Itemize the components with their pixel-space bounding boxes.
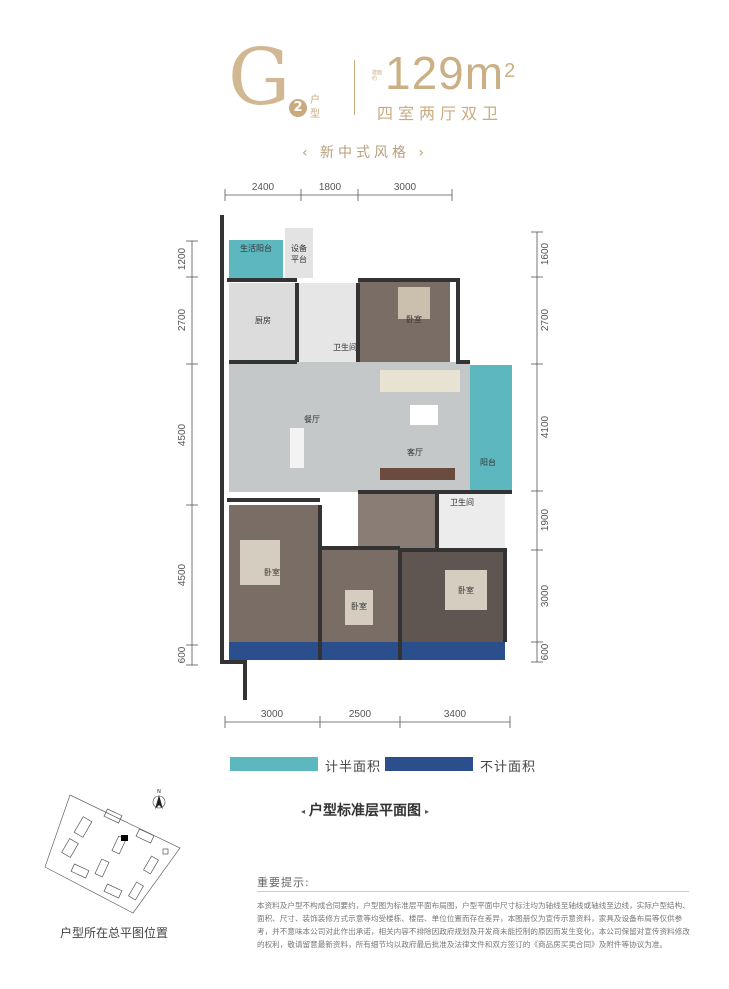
dim-bottom-2: 2500 — [349, 709, 372, 720]
plan-title-text: 户型标准层平面图 — [309, 803, 421, 819]
room-bathroom-1 — [297, 283, 358, 363]
legend-label-half-area: 计半面积 — [325, 760, 382, 775]
site-plan-caption: 户型所在总平图位置 — [60, 926, 169, 940]
site-plan: N — [44, 789, 181, 914]
label-dining: 餐厅 — [304, 415, 320, 424]
dim-right-1: 1600 — [540, 242, 551, 265]
dim-right-2: 2700 — [540, 308, 551, 331]
room-service-balcony — [229, 240, 283, 278]
coffee-table — [410, 405, 438, 425]
bed-2 — [240, 540, 280, 585]
compass-ring — [152, 795, 166, 809]
triangle-right-icon: ▸ — [425, 806, 430, 816]
unit-number-badge: 2 — [289, 99, 307, 117]
dim-left-2: 2700 — [177, 308, 188, 331]
label-bedroom-2: 卧室 — [264, 567, 280, 577]
room-kitchen — [229, 283, 297, 363]
unit-type-label: 户型 — [310, 95, 320, 120]
dim-left-5: 600 — [177, 646, 188, 663]
area-value: 129m2 — [385, 48, 516, 98]
notes-divider — [257, 891, 689, 892]
floor-plan: 2400 1800 3000 3000 2500 3400 1200 2700 … — [177, 182, 551, 728]
dim-right-5: 3000 — [540, 584, 551, 607]
bed-1 — [398, 287, 430, 319]
dim-top-1: 2400 — [252, 182, 275, 193]
label-bathroom-1: 卫生间 — [333, 342, 357, 352]
dim-bottom-3: 3400 — [444, 709, 467, 720]
room-equipment-platform — [285, 228, 313, 278]
notes-text: 本资料及户型不构成合同要约，户型图为标准层平面布局图，户型平面中尺寸标注均为轴线… — [257, 901, 690, 949]
dim-top-2: 1800 — [319, 182, 342, 193]
dim-bottom-1: 3000 — [261, 709, 284, 720]
label-bedroom-4: 卧室 — [458, 585, 474, 595]
legend-swatch-no-area — [385, 757, 473, 771]
label-bedroom-1: 卧室 — [406, 314, 422, 324]
room-balcony — [470, 365, 512, 490]
room-bathroom-2 — [437, 493, 505, 548]
dim-right-3: 4100 — [540, 415, 551, 438]
label-equipment-2: 平台 — [291, 254, 307, 264]
bay-window-2 — [322, 642, 400, 660]
bay-window-3 — [402, 642, 505, 660]
north-label: N — [157, 789, 161, 795]
label-balcony: 阳台 — [480, 457, 496, 467]
unit-letter: G — [228, 33, 291, 123]
label-bathroom-2: 卫生间 — [450, 497, 474, 507]
north-arrow-icon — [155, 795, 163, 809]
current-unit-marker — [121, 835, 128, 841]
tv-cabinet — [380, 468, 455, 480]
room-closet — [358, 493, 437, 548]
header-divider — [354, 60, 355, 115]
sofa — [380, 370, 460, 392]
dimension-lines — [186, 189, 543, 728]
legend-swatch-half-area — [230, 757, 318, 771]
dim-left-4: 4500 — [177, 563, 188, 586]
bay-window-1 — [229, 642, 320, 660]
walls — [220, 215, 512, 700]
site-buildings — [61, 808, 169, 901]
area-number: 129m — [385, 47, 505, 99]
label-living: 客厅 — [407, 447, 423, 457]
label-equipment-1: 设备 — [291, 243, 307, 253]
bed-3 — [345, 590, 373, 625]
triangle-left-icon: ◂ — [300, 806, 305, 816]
dim-right-6: 600 — [540, 643, 551, 660]
dining-table — [290, 428, 304, 468]
label-bedroom-3: 卧室 — [351, 601, 367, 611]
dim-right-4: 1900 — [540, 508, 551, 531]
dim-top-3: 3000 — [394, 182, 417, 193]
style-label: ‹ 新中式风格 › — [301, 145, 429, 161]
room-config: 四室两厅双卫 — [377, 104, 504, 123]
area-prefix: 建面约 — [372, 70, 383, 82]
label-service-balcony: 生活阳台 — [240, 243, 272, 253]
dim-left-1: 1200 — [177, 247, 188, 270]
label-kitchen: 厨房 — [255, 315, 271, 325]
bed-4 — [445, 570, 487, 610]
legend-label-no-area: 不计面积 — [480, 760, 537, 775]
plan-title: ◂ 户型标准层平面图 ▸ — [270, 800, 460, 820]
site-boundary — [44, 794, 181, 914]
dim-left-3: 4500 — [177, 423, 188, 446]
area-sup: 2 — [504, 60, 517, 82]
notes-title: 重要提示: — [257, 876, 310, 889]
